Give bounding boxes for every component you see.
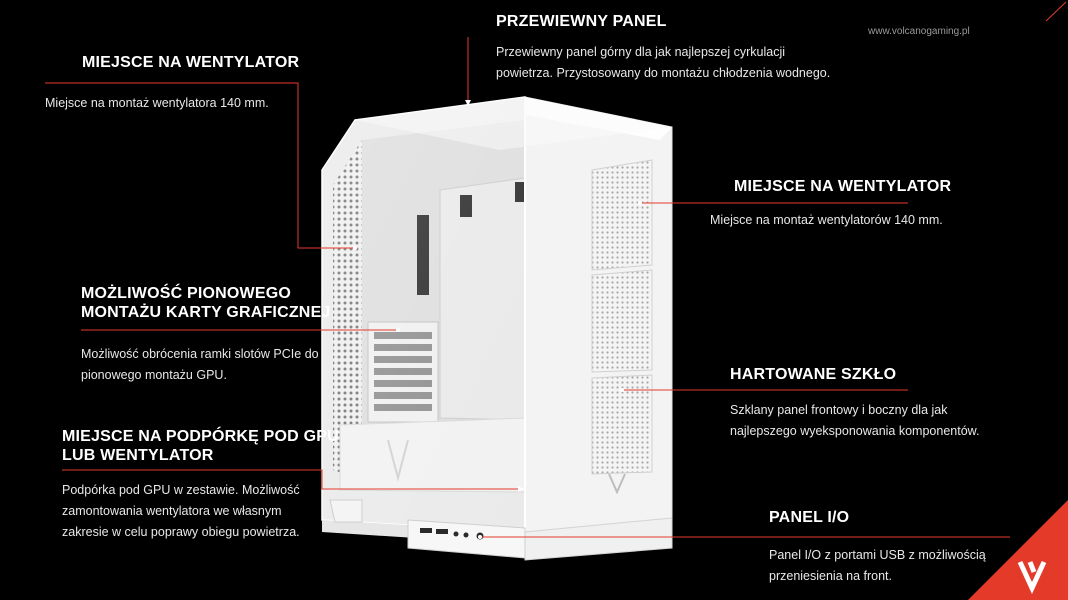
side-glass <box>321 96 526 533</box>
feature-desc-gpu-support: Podpórka pod GPU w zestawie. Możliwość z… <box>62 483 300 539</box>
feature-title-gpu-mount: MOŻLIWOŚĆ PIONOWEGO MONTAŻU KARTY GRAFIC… <box>81 285 331 321</box>
front-logo <box>608 473 626 495</box>
callout-line-fan-left <box>45 82 355 249</box>
feature-title-top-panel: PRZEWIEWNY PANEL <box>496 13 667 30</box>
feature-desc-fan-left: Miejsce na montaż wentylatora 140 mm. <box>45 96 269 110</box>
feature-desc-io: Panel I/O z portami USB z możliwością pr… <box>769 548 986 583</box>
site-watermark: www.volcanogaming.pl <box>868 26 970 37</box>
front-fan-mesh-1 <box>591 159 653 271</box>
front-fan-mesh-2 <box>591 269 653 373</box>
usb-port <box>420 528 432 533</box>
feature-title-glass: HARTOWANE SZKŁO <box>730 366 897 383</box>
feature-desc-fan-front: Miejsce na montaż wentylatorów 140 mm. <box>710 213 943 227</box>
callout-lines <box>45 37 1010 538</box>
brand-logo-corner <box>968 500 1068 600</box>
feature-title-gpu-support: MIEJSCE NA PODPÓRKĘ POD GPU LUB WENTYLAT… <box>62 428 339 464</box>
front-fan-mesh-3 <box>591 374 653 475</box>
feature-desc-gpu-mount: Możliwość obrócenia ramki slotów PCIe do… <box>81 347 319 382</box>
volcano-logo-icon <box>1017 560 1047 594</box>
callout-line-gpu-support <box>62 469 523 490</box>
audio-port <box>463 532 469 538</box>
usb-port <box>436 529 448 534</box>
feature-title-io: PANEL I/O <box>769 509 850 526</box>
feature-desc-glass: Szklany panel frontowy i boczny dla jak … <box>730 403 980 438</box>
top-panel <box>355 97 672 150</box>
feature-title-fan-front: MIEJSCE NA WENTYLATOR <box>734 178 952 195</box>
feature-title-fan-left: MIEJSCE NA WENTYLATOR <box>82 54 300 71</box>
corner-accent-line <box>1045 1 1067 22</box>
callout-dots <box>353 201 642 539</box>
feature-desc-top-panel: Przewiewny panel górny dla jak najlepsze… <box>496 45 831 80</box>
audio-port <box>453 531 459 537</box>
foot-left <box>329 499 363 523</box>
